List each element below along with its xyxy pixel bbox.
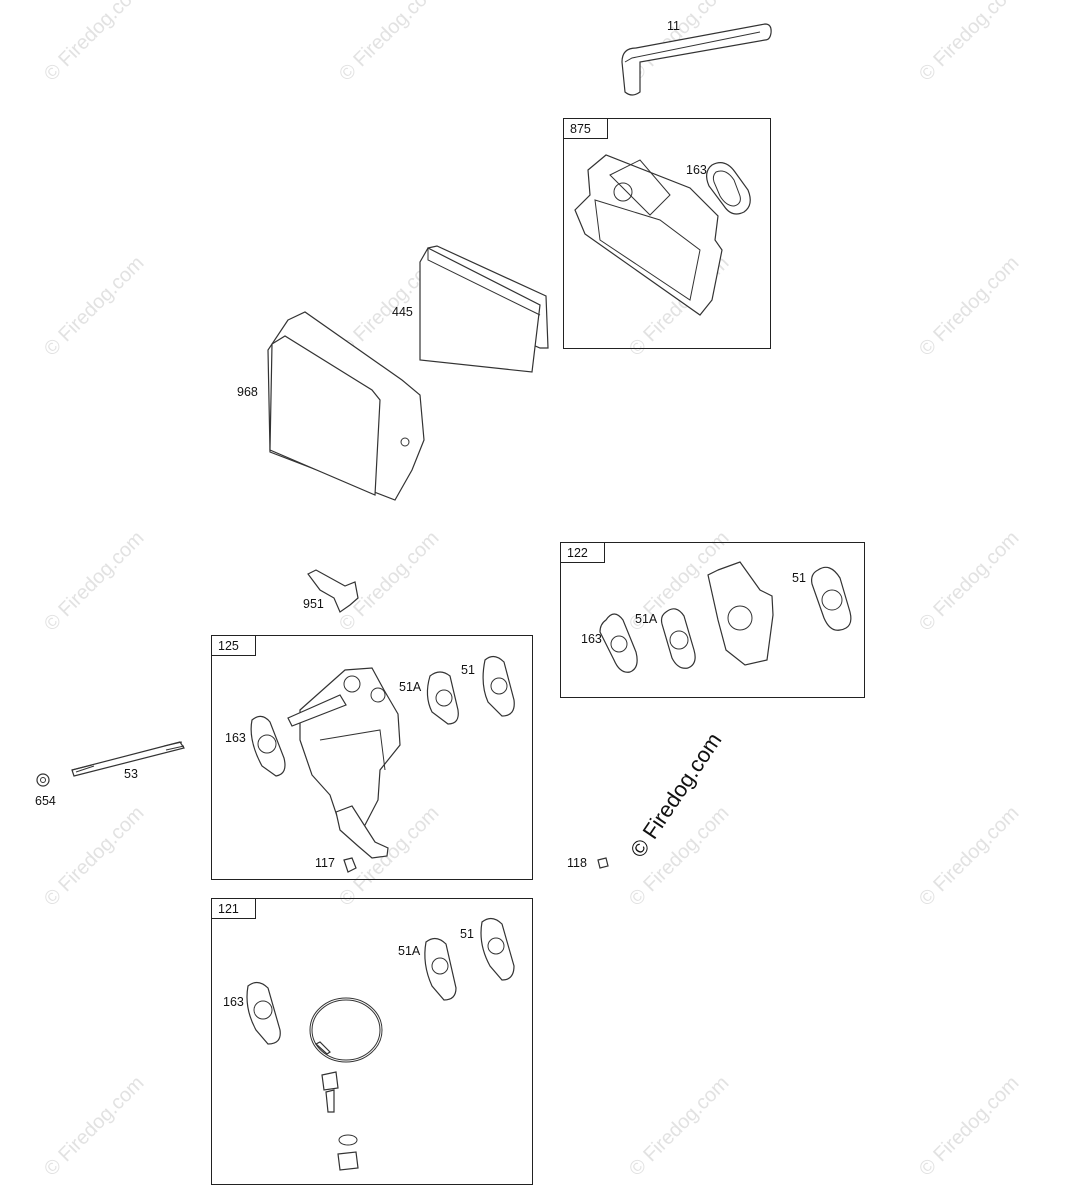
part-label-11: 11 [667,19,680,33]
nut-icon [597,857,609,869]
stud-icon [71,741,185,777]
float-bowl-kit-icon [309,997,383,1171]
part-label-51: 51 [792,571,806,585]
part-label-654: 654 [35,794,56,808]
gasket-icon [706,162,751,215]
kit-number-122: 122 [561,543,605,563]
kit-box-125: 125 [211,635,533,880]
part-label-117: 117 [315,856,335,870]
kit-number-121: 121 [212,899,256,919]
part-label-51: 51 [461,663,475,677]
part-label-51a: 51A [398,944,421,958]
part-label-163: 163 [223,995,244,1009]
part-label-51a: 51A [635,612,658,626]
part-label-53: 53 [124,767,138,781]
part-label-445: 445 [392,305,413,319]
gasket-icon [480,917,515,981]
lever-icon [307,569,359,613]
part-label-951: 951 [303,597,324,611]
kit-box-875: 875 [563,118,771,349]
gasket-icon [599,613,638,673]
carburetor-icon [287,667,401,859]
gasket-icon [250,715,286,777]
gasket-icon [246,981,281,1045]
nut-icon [343,857,357,873]
part-label-968: 968 [237,385,258,399]
part-label-163: 163 [686,163,707,177]
kit-number-125: 125 [212,636,256,656]
part-label-51a: 51A [399,680,422,694]
part-label-163: 163 [581,632,602,646]
part-label-51: 51 [460,927,474,941]
nut-icon [36,773,50,787]
air-filter-icon [419,245,549,373]
gasket-icon [424,937,457,1001]
gasket-icon [482,655,515,717]
part-label-163: 163 [225,731,246,745]
intake-elbow-icon [707,561,774,666]
part-label-118: 118 [567,856,587,870]
air-cleaner-cover-icon [267,311,425,501]
kit-box-122: 122 [560,542,865,698]
breather-tube-icon [621,23,772,96]
breather-cover-icon [574,154,723,316]
gasket-icon [426,671,459,725]
kit-box-121: 121 [211,898,533,1185]
gasket-icon [811,566,852,631]
kit-number-875: 875 [564,119,608,139]
gasket-icon [660,608,696,669]
